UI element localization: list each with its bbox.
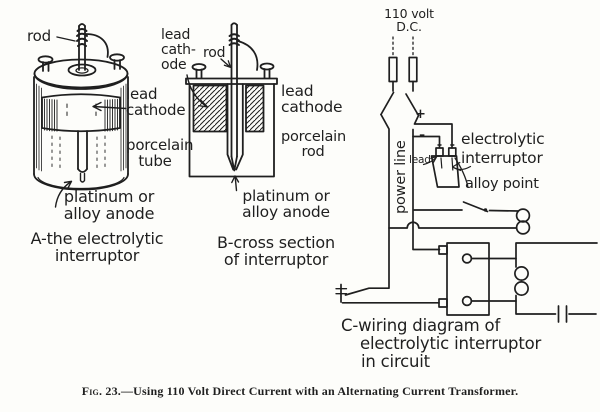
interrupter-label-c: electrolytic interruptor: [461, 130, 545, 167]
lead-cathode-label-a: lead cathode: [126, 85, 186, 119]
lead-cathode-side-label-b: lead cath- ode: [161, 27, 196, 73]
caption-c-line1: C-wiring diagram of: [341, 316, 501, 335]
power-line-label: power line: [393, 140, 409, 214]
caption-c-line2: electrolytic interruptor: [360, 334, 542, 353]
porcelain-rod-label-b: porcelain rod: [281, 129, 346, 161]
plus-sign-label: +: [415, 107, 426, 122]
figure-caption-prefix: Fig. 23.: [81, 384, 121, 398]
anode-label-a: platinum or alloy anode: [63, 187, 155, 223]
minus-sign-label: -: [419, 126, 426, 144]
alloy-point-label: alloy point: [465, 176, 539, 192]
caption-a: A-the electrolytic interruptor: [30, 229, 164, 265]
anode-label-b: platinum or alloy anode: [242, 187, 330, 222]
porcelain-tube-label-a: porcelain tube: [126, 136, 194, 170]
supply-voltage-label: 110 volt D.C.: [384, 6, 434, 34]
rod-label-b: rod: [203, 45, 226, 61]
lead-label-c: lead: [409, 154, 431, 166]
caption-b: B-cross section of interruptor: [217, 233, 335, 269]
figure-caption: Fig. 23.—Using 110 Volt Direct Current w…: [0, 384, 600, 399]
interrupter-drawing-art: [33, 23, 129, 208]
cross-section-drawing-art: [185, 22, 278, 192]
lead-cathode-label-b: lead cathode: [281, 82, 343, 117]
wiring-diagram-art: [335, 36, 598, 323]
caption-c-line3: in circuit: [361, 352, 430, 371]
figure-caption-text: —Using 110 Volt Direct Current with an A…: [120, 384, 519, 398]
rod-label-a: rod: [27, 27, 51, 45]
